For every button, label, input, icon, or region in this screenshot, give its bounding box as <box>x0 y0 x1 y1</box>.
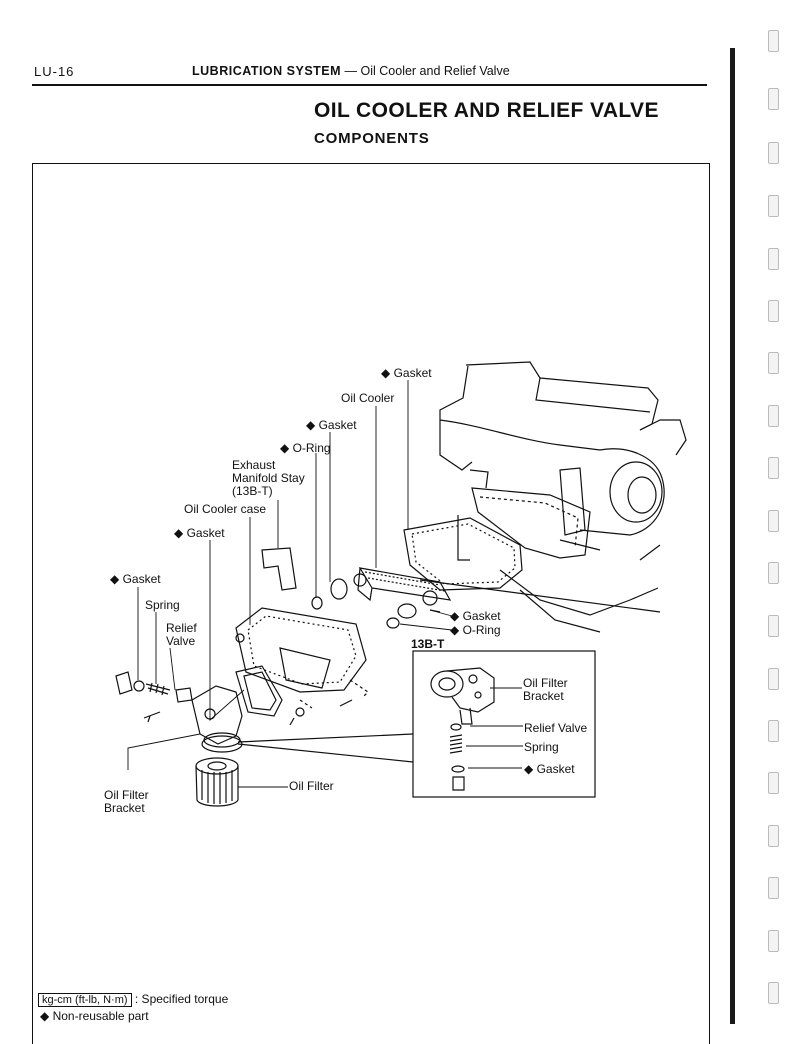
perforation-hole <box>768 88 779 110</box>
perforation-hole <box>768 248 779 270</box>
label-line: Bracket <box>523 689 564 703</box>
perforation-hole <box>768 982 779 1004</box>
inset-box-13b-t <box>412 650 596 798</box>
oil-filter-drawing <box>195 757 239 807</box>
perforation-hole <box>768 615 779 637</box>
perforation-hole <box>768 930 779 952</box>
label-line: (13B-T) <box>232 484 273 498</box>
label-line: Oil Filter <box>523 676 568 690</box>
label-exhaust-manifold-stay: Exhaust Manifold Stay (13B-T) <box>232 459 305 498</box>
section-name: LUBRICATION SYSTEM <box>192 64 342 78</box>
oil-cooler-case-drawing <box>235 607 369 726</box>
perforation-hole <box>768 668 779 690</box>
label-relief-valve: Relief Valve <box>166 622 197 648</box>
oil-cooler-gasket-drawing <box>403 517 523 591</box>
label-line: Exhaust <box>232 458 276 472</box>
inset-title: 13B-T <box>411 637 445 651</box>
perforation-hole <box>768 510 779 532</box>
label-o-ring-right: ◆ O-Ring <box>450 623 501 637</box>
perforation-hole <box>768 825 779 847</box>
label-gasket-top: ◆ Gasket <box>381 366 432 380</box>
inset-label-relief-valve: Relief Valve <box>524 721 588 735</box>
perforation-hole <box>768 195 779 217</box>
page-number: LU-16 <box>34 64 75 79</box>
label-oil-filter: Oil Filter <box>289 779 334 793</box>
label-oil-filter-bracket: Oil Filter Bracket <box>104 789 149 815</box>
label-line: Bracket <box>104 801 145 815</box>
inset-gasket-drawing <box>451 765 465 773</box>
case-gasket-drawing <box>235 665 283 717</box>
label-line: Oil Filter <box>104 788 149 802</box>
inset-oil-filter-bracket-drawing <box>430 667 495 725</box>
torque-unit-box: kg-cm (ft-lb, N·m) <box>38 993 132 1007</box>
inset-label-spring: Spring <box>524 740 559 754</box>
perforation-hole <box>768 30 779 52</box>
label-gasket-2: ◆ Gasket <box>306 418 357 432</box>
diagram-frame <box>32 163 710 1044</box>
perforation-hole <box>768 562 779 584</box>
inset-label-gasket: ◆ Gasket <box>524 762 575 776</box>
engine-block-drawing <box>439 361 687 633</box>
label-spring: Spring <box>145 598 180 612</box>
perforation-hole <box>768 457 779 479</box>
running-header: LUBRICATION SYSTEM — Oil Cooler and Reli… <box>192 64 510 78</box>
perforation-hole <box>768 877 779 899</box>
label-oil-cooler-case: Oil Cooler case <box>184 502 267 516</box>
perforation-hole <box>768 300 779 322</box>
subsection-name: Oil Cooler and Relief Valve <box>360 64 510 78</box>
perforation-hole <box>768 352 779 374</box>
label-oil-cooler: Oil Cooler <box>341 391 395 405</box>
inset-label-oil-filter-bracket: Oil Filter Bracket <box>523 677 568 703</box>
perforation-hole <box>768 772 779 794</box>
label-line: Manifold Stay <box>232 471 305 485</box>
section-title: COMPONENTS <box>314 130 430 147</box>
torque-legend: kg-cm (ft-lb, N·m) : Specified torque <box>38 992 228 1007</box>
label-o-ring: ◆ O-Ring <box>280 441 331 455</box>
inset-relief-valve-drawing <box>450 723 462 731</box>
label-gasket-left: ◆ Gasket <box>110 572 161 586</box>
header-rule <box>32 84 707 86</box>
label-line: Relief <box>166 621 197 635</box>
relief-valve-parts-drawing <box>115 671 193 723</box>
torque-description: : Specified torque <box>134 992 229 1006</box>
binding-edge <box>730 48 735 1024</box>
perforation-hole <box>768 405 779 427</box>
label-gasket-right: ◆ Gasket <box>450 609 501 623</box>
perforation-hole <box>768 142 779 164</box>
nonreusable-legend: ◆ Non-reusable part <box>40 1009 149 1023</box>
header-dash: — <box>344 64 358 78</box>
label-line: Valve <box>166 634 196 648</box>
oil-cooler-core-drawing <box>353 567 452 606</box>
label-gasket-3: ◆ Gasket <box>174 526 225 540</box>
oil-filter-bracket-drawing <box>191 685 243 753</box>
exhaust-manifold-stay-drawing <box>261 547 297 591</box>
page-title: OIL COOLER AND RELIEF VALVE <box>314 99 659 122</box>
perforation-hole <box>768 720 779 742</box>
inset-spring-drawing <box>449 734 463 754</box>
